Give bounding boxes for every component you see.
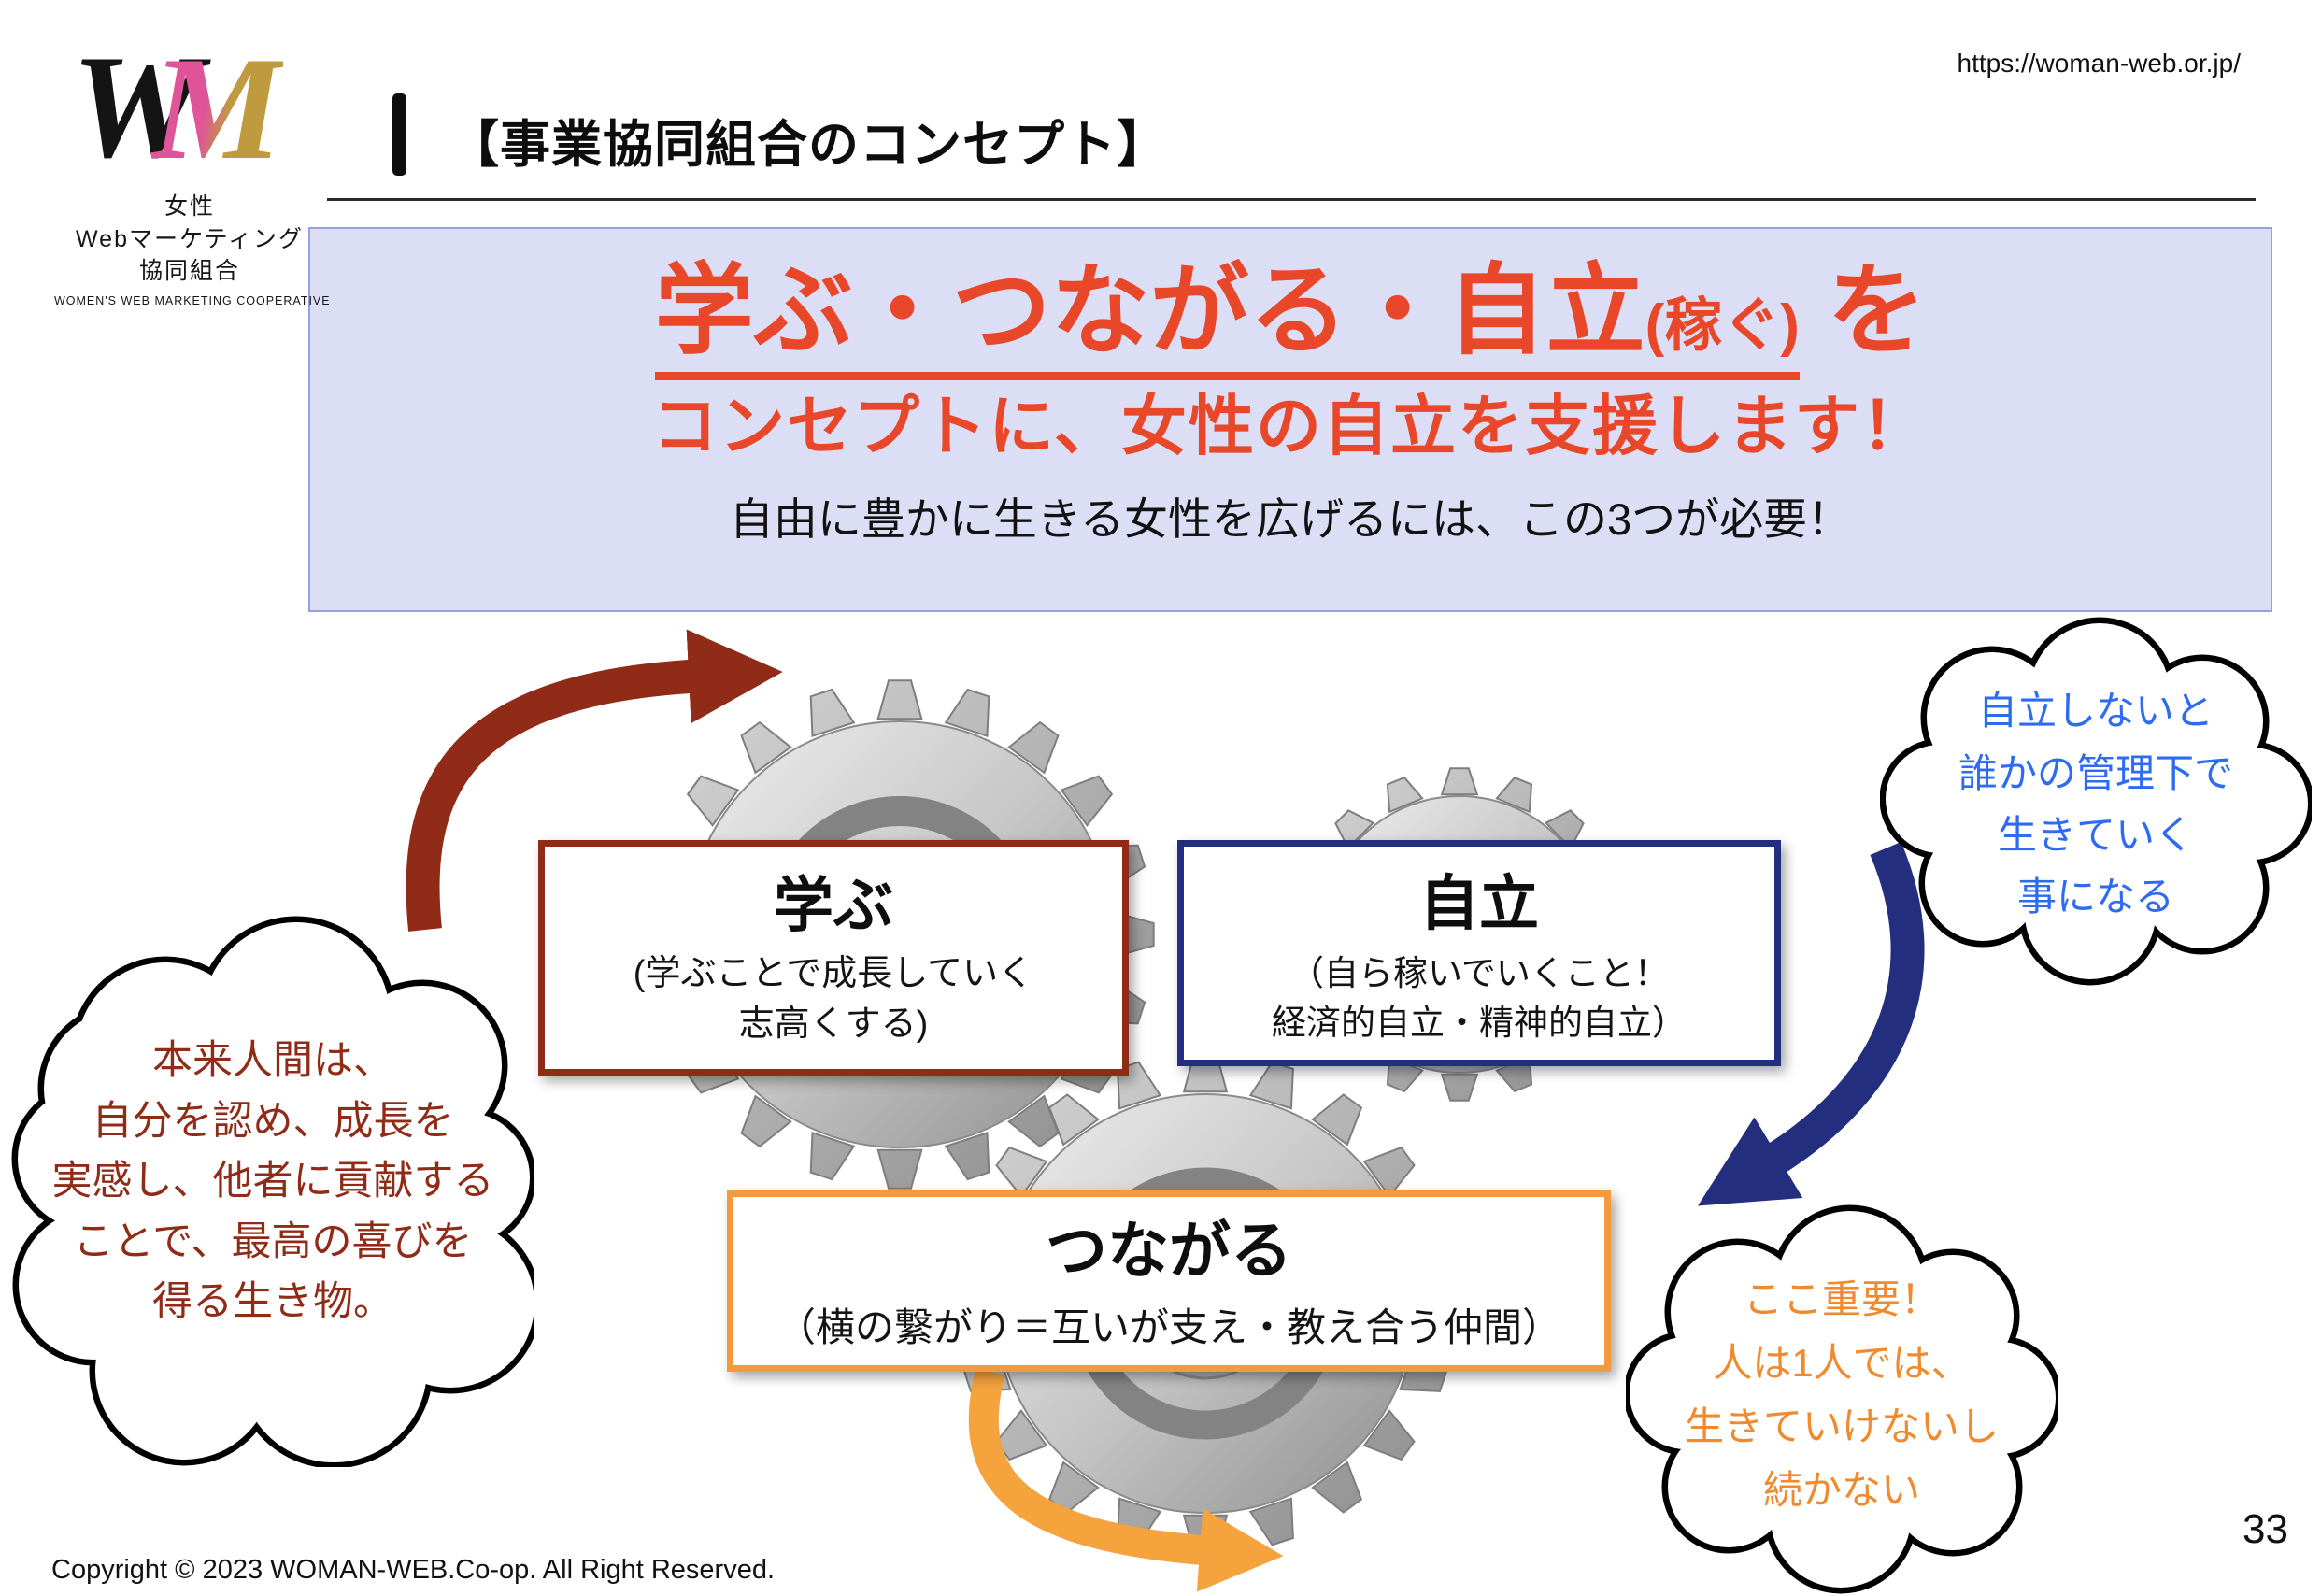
cloud-left-line: 実感し、他者に貢献する	[51, 1159, 494, 1204]
jiritsu-desc-line-2: 経済的自立・精神的自立）	[1272, 1003, 1687, 1042]
banner-line-1-underlined: 学ぶ・つながる・自立(稼ぐ)	[654, 256, 1800, 380]
concept-box-jiritsu: 自立 （自ら稼いでいくこと！ 経済的自立・精神的自立）	[1177, 840, 1781, 1066]
copyright-text: Copyright © 2023 WOMAN-WEB.Co-op. All Ri…	[51, 1555, 776, 1585]
header-accent-bar	[392, 93, 406, 176]
banner-line-3: 自由に豊かに生きる女性を広げるには、この3つが必要！	[729, 493, 1852, 544]
banner-line-1: 学ぶ・つながる・自立(稼ぐ) を	[310, 253, 2271, 380]
concept-banner: 学ぶ・つながる・自立(稼ぐ) を コンセプトに、女性の自立を支援します！ 自由に…	[308, 227, 2272, 612]
banner-line-1-suffix: を	[1799, 256, 1927, 366]
orange-curved-arrow	[968, 1368, 1284, 1592]
manabu-desc-line-2: 志高くする)	[738, 1004, 929, 1044]
thought-cloud-right-top: 自立しないと 誰かの管理下で 生きていく 事になる	[1880, 617, 2312, 992]
logo-monogram: W M	[54, 34, 325, 191]
concept-box-manabu-desc: (学ぶことで成長していく 志高くする)	[545, 949, 1122, 1050]
cloud-right-top-line: 自立しないと	[1977, 689, 2214, 734]
cloud-right-bottom-line: 生きていけないし	[1684, 1404, 1999, 1448]
logo-monogram-m: M	[151, 27, 283, 191]
cloud-left-line: ことで、最高の喜びを	[73, 1218, 473, 1264]
cloud-left-line: 得る生き物。	[152, 1279, 393, 1325]
page-number: 33	[2243, 1506, 2288, 1552]
concept-box-tsunagaru: つながる （横の繋がり＝互いが支え・教え合う仲間）	[727, 1190, 1611, 1372]
cloud-right-top-line: 生きていく	[1997, 813, 2194, 857]
concept-box-manabu-title: 学ぶ	[774, 872, 893, 939]
logo-line-3: 協同組合	[138, 258, 240, 284]
concept-box-jiritsu-desc: （自ら稼いでいくこと！ 経済的自立・精神的自立）	[1184, 949, 1774, 1047]
manabu-desc-line-1: (学ぶことで成長していく	[633, 954, 1034, 993]
org-logo: W M 女性 Webマーケティング 協同組合 WOMEN'S WEB MARKE…	[54, 34, 331, 307]
cloud-right-bottom-line: 人は1人では、	[1713, 1340, 1971, 1385]
cloud-shape	[11, 916, 534, 1467]
cloud-shape	[1880, 617, 2312, 986]
cloud-shape	[1626, 1204, 2058, 1594]
thought-cloud-right-top-text: 自立しないと 誰かの管理下で 生きていく 事になる	[1880, 617, 2312, 992]
logo-monogram-w: W	[71, 25, 203, 189]
header-divider	[327, 198, 2256, 201]
concept-box-tsunagaru-desc: （横の繋がり＝互いが支え・教え合う仲間）	[776, 1305, 1561, 1349]
thought-cloud-left-text: 本来人間は、 自分を認め、成長を 実感し、他者に貢献する ことで、最高の喜びを …	[11, 904, 534, 1460]
logo-line-2: Webマーケティング	[76, 225, 304, 252]
cloud-left-line: 自分を認め、成長を	[92, 1098, 454, 1144]
page-title: 【事業協同組合のコンセプト】	[449, 117, 1168, 173]
cloud-right-bottom-line: ここ重要！	[1743, 1276, 1940, 1321]
jiritsu-desc-line-1: （自ら稼いでいくこと！	[1289, 954, 1669, 992]
concept-box-tsunagaru-title: つながる	[1046, 1216, 1292, 1285]
cloud-right-top-line: 事になる	[2016, 875, 2174, 919]
cloud-right-top-line: 誰かの管理下で	[1958, 750, 2233, 795]
concept-box-jiritsu-title: 自立	[1419, 870, 1539, 937]
concept-box-manabu: 学ぶ (学ぶことで成長していく 志高くする)	[538, 840, 1129, 1076]
thought-cloud-left: 本来人間は、 自分を認め、成長を 実感し、他者に貢献する ことで、最高の喜びを …	[11, 911, 534, 1467]
cloud-right-bottom-line: 続かない	[1762, 1468, 1920, 1513]
cloud-left-line: 本来人間は、	[152, 1038, 393, 1084]
logo-subtitle: WOMEN'S WEB MARKETING COOPERATIVE	[54, 293, 331, 307]
banner-keywords-paren: (稼ぐ)	[1645, 293, 1800, 358]
thought-cloud-right-bottom: ここ重要！ 人は1人では、 生きていけないし 続かない	[1626, 1202, 2058, 1596]
logo-line-1: 女性	[164, 193, 215, 220]
thought-cloud-right-bottom-text: ここ重要！ 人は1人では、 生きていけないし 続かない	[1626, 1196, 2058, 1594]
banner-line-2: コンセプトに、女性の自立を支援します！	[652, 390, 1929, 463]
banner-keywords: 学ぶ・つながる・自立	[654, 256, 1645, 366]
website-url: https://woman-web.or.jp/	[1957, 49, 2241, 78]
